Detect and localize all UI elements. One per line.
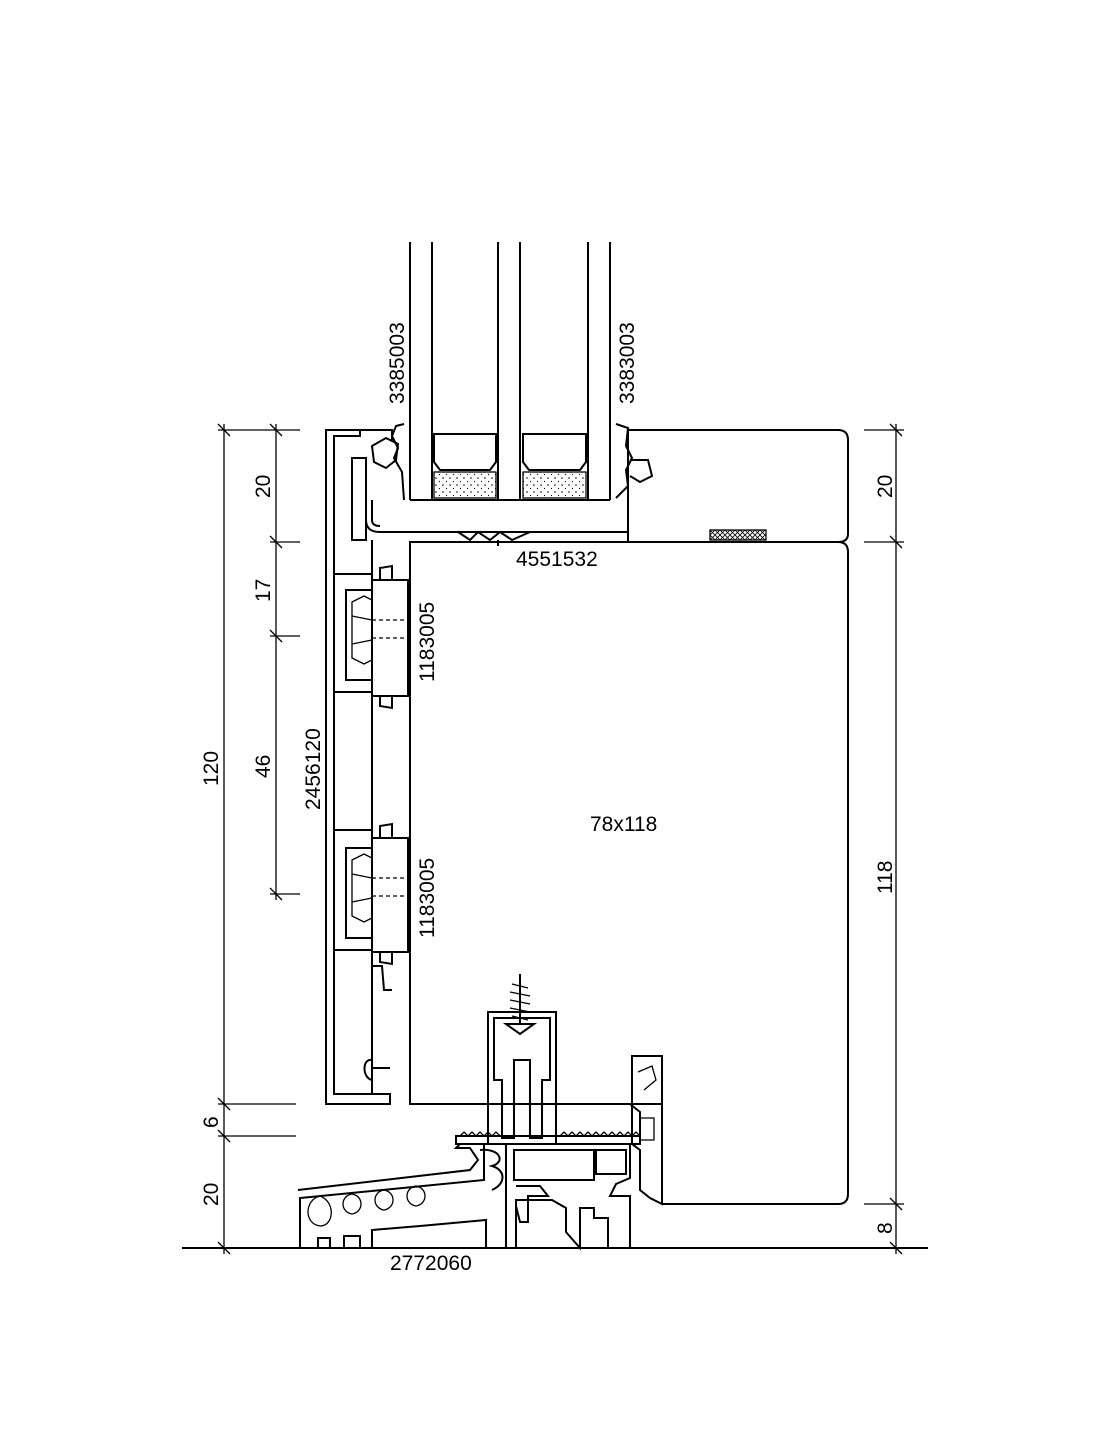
dim-glass-zone-right: 20 (874, 475, 897, 498)
dim-base: 8 (874, 1222, 897, 1234)
label-glazing-bead-right: 3383003 (616, 322, 639, 404)
dim-timber-height: 118 (874, 861, 897, 894)
triple-glazing (409, 242, 611, 501)
dim-glass-zone-left: 20 (252, 475, 275, 498)
screw-connector-upper (345, 564, 410, 710)
dim-gap: 6 (200, 1116, 223, 1128)
label-screw-connector-upper: 1183005 (416, 602, 439, 682)
dimension-chain-left (217, 423, 300, 1255)
label-sill-profile: 2772060 (390, 1252, 472, 1275)
spacer-bars (433, 433, 587, 499)
screw-connector-lower (345, 822, 410, 966)
dim-overall: 120 (200, 751, 223, 786)
screw-icon (502, 974, 538, 1036)
sill-profile (297, 1055, 663, 1251)
label-mullion-profile: 2456120 (302, 728, 325, 810)
timber-main-section (409, 541, 849, 1205)
timber-upper-block (627, 429, 849, 543)
glass-carrier (365, 470, 629, 546)
dim-upper-offset: 17 (252, 579, 275, 602)
dimension-chain-right (864, 423, 904, 1255)
label-gasket: 4551532 (516, 548, 598, 571)
label-glazing-bead-left: 3385003 (386, 322, 409, 404)
label-screw-connector-lower: 1183005 (416, 858, 439, 938)
dim-connector-spacing: 46 (252, 755, 275, 778)
label-timber-section: 78x118 (590, 813, 657, 836)
dim-sill-height: 20 (200, 1183, 223, 1206)
